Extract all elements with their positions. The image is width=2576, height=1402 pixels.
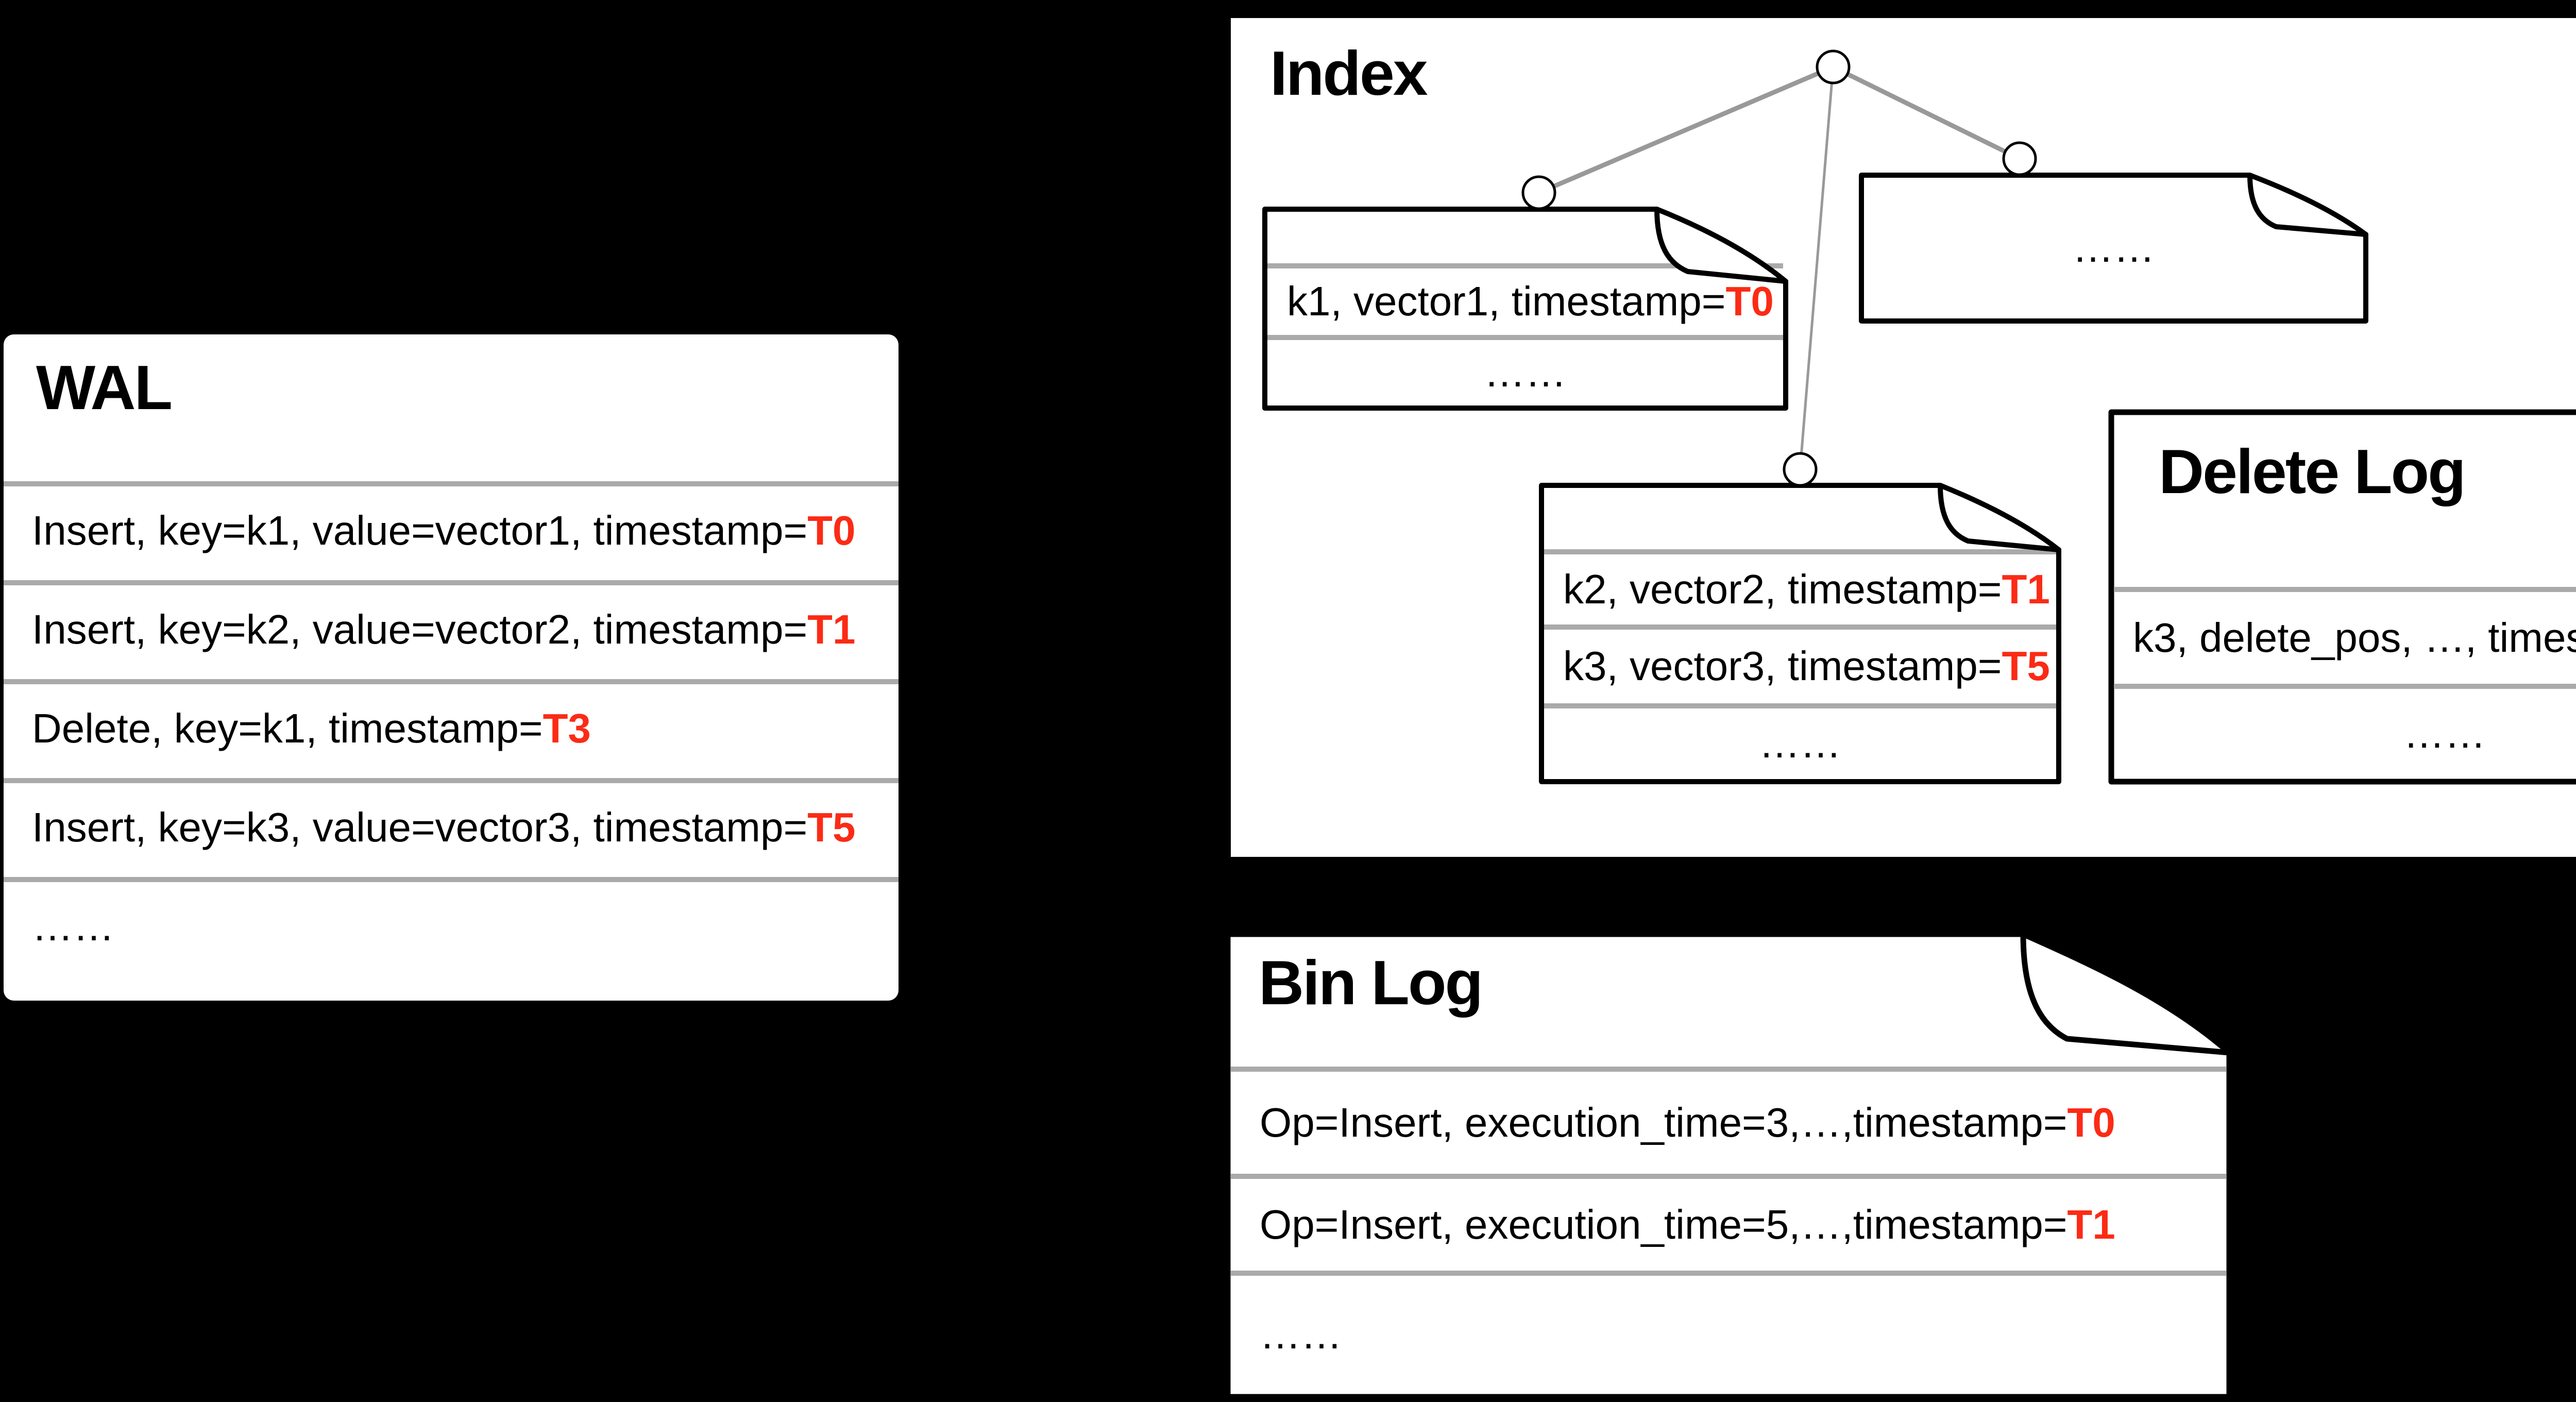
- bin-log-row: Op=Insert, execution_time=3,…,timestamp=…: [1260, 1092, 2208, 1154]
- wal-row: Insert, key=k3, value=vector3, timestamp…: [32, 797, 872, 858]
- bin-log-row-text: Op=Insert, execution_time=3,…,timestamp=: [1260, 1100, 2067, 1145]
- timestamp-value: T5: [807, 804, 856, 850]
- wal-row-text: Insert, key=k2, value=vector2, timestamp…: [32, 606, 808, 652]
- index-tree-edges: [1538, 64, 2021, 470]
- segment1-folded-corner: [1654, 207, 1788, 284]
- wal-divider: [4, 778, 899, 783]
- timestamp-value: T0: [807, 508, 856, 553]
- bin-log-doc: [1225, 931, 2232, 1400]
- wal-title: WAL: [36, 352, 173, 423]
- wal-row: ……: [32, 896, 872, 957]
- wal-divider: [4, 481, 899, 486]
- timestamp-value: T0: [2067, 1100, 2115, 1145]
- timestamp-value: T1: [807, 606, 856, 652]
- segment2-row: k3, vector3, timestamp=T5: [1563, 635, 2050, 697]
- wal-divider: [4, 580, 899, 585]
- bin-log-row-text: Op=Insert, execution_time=5,…,timestamp=: [1260, 1202, 2067, 1247]
- delete-log-title: Delete Log: [2159, 436, 2466, 506]
- tree-node-root: [1816, 49, 1851, 85]
- wal-row-text: ……: [32, 903, 114, 949]
- segment1-row-text: ……: [1484, 349, 1567, 395]
- index-segment1-doc: [1262, 207, 1788, 411]
- tree-edge-root-left: [1538, 64, 1834, 195]
- index-tree-nodes: [1521, 49, 2037, 487]
- delete-log-paper: [2108, 409, 2576, 785]
- delete-log-doc: [2108, 409, 2576, 785]
- delete-log-row-text: k3, delete_pos, …, timestamp=: [2133, 615, 2576, 661]
- timestamp-value: T1: [2002, 566, 2050, 612]
- segment2-row: k2, vector2, timestamp=T1: [1563, 559, 2050, 620]
- timestamp-value: T1: [2067, 1202, 2115, 1247]
- tree-edge-root-right: [1832, 64, 2021, 161]
- timestamp-value: T5: [2002, 643, 2050, 689]
- segment2-row: ……: [1541, 713, 2059, 774]
- segment2-row-text: k3, vector3, timestamp=: [1563, 643, 2002, 689]
- segment3-row-text: ……: [2072, 225, 2155, 271]
- segment2-folded-corner: [1938, 483, 2061, 552]
- segment2-row-text: ……: [1759, 720, 1841, 766]
- tree-node-middle: [1783, 452, 1818, 487]
- wal-row: Insert, key=k2, value=vector2, timestamp…: [32, 599, 872, 661]
- wal-box: [4, 334, 899, 1001]
- index-segment3-doc: [1859, 173, 2368, 324]
- segment1-row: ……: [1265, 342, 1786, 403]
- bin-log-row: ……: [1260, 1304, 2208, 1365]
- wal-divider: [4, 877, 899, 882]
- segment2-row-text: k2, vector2, timestamp=: [1563, 566, 2002, 612]
- index-segment2-doc: [1539, 483, 2061, 784]
- bin-log-folded-corner: [2020, 931, 2232, 1056]
- timestamp-value: T0: [1725, 278, 1774, 324]
- segment3-row: ……: [1861, 217, 2366, 279]
- bin-log-row-text: ……: [1260, 1311, 1342, 1357]
- wal-divider: [4, 679, 899, 684]
- wal-row-text: Delete, key=k1, timestamp=: [32, 705, 543, 751]
- wal-row-text: Insert, key=k3, value=vector3, timestamp…: [32, 804, 808, 850]
- segment3-folded-corner: [2247, 173, 2368, 237]
- bin-log-row: Op=Insert, execution_time=5,…,timestamp=…: [1260, 1194, 2208, 1256]
- tree-node-left: [1521, 175, 1556, 210]
- delete-log-row: ……: [2111, 703, 2576, 765]
- segment1-row: k1, vector1, timestamp=T0: [1287, 271, 1774, 332]
- tree-edge-root-middle: [1799, 66, 1835, 470]
- tree-node-right: [2002, 141, 2037, 176]
- bin-log-title: Bin Log: [1259, 948, 1483, 1018]
- timestamp-value: T3: [543, 705, 591, 751]
- wal-row-text: Insert, key=k1, value=vector1, timestamp…: [32, 508, 808, 553]
- index-title: Index: [1270, 38, 1428, 108]
- wal-row: Delete, key=k1, timestamp=T3: [32, 698, 872, 759]
- delete-log-row-text: ……: [2403, 711, 2486, 756]
- wal-row: Insert, key=k1, value=vector1, timestamp…: [32, 500, 872, 562]
- segment1-row-text: k1, vector1, timestamp=: [1287, 278, 1726, 324]
- delete-log-row: k3, delete_pos, …, timestamp=T3: [2133, 607, 2576, 669]
